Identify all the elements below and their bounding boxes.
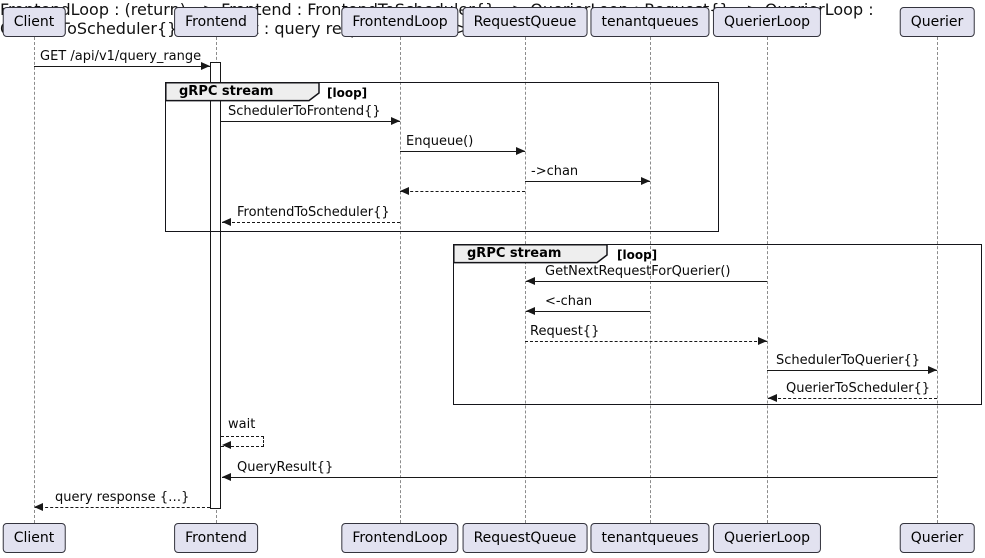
participant-frontend-top: Frontend bbox=[174, 7, 258, 37]
message-label-query-response: query response {…} bbox=[55, 490, 190, 505]
lifeline-requestqueue bbox=[524, 37, 526, 523]
participant-querierloop-bottom: QuerierLoop bbox=[712, 523, 822, 553]
message-arrow-enqueue-return bbox=[400, 191, 525, 192]
arrowhead-right-icon bbox=[928, 365, 937, 374]
participant-querierloop-top: QuerierLoop bbox=[712, 7, 822, 37]
message-label-wait: wait bbox=[228, 417, 256, 432]
participant-requestqueue-top: RequestQueue bbox=[462, 7, 588, 37]
lifeline-frontendloop bbox=[399, 37, 401, 523]
message-arrow-scheduler-to-frontend bbox=[221, 121, 400, 122]
message-arrow-querier-to-scheduler bbox=[768, 398, 937, 399]
frame-loop-tag: [loop] bbox=[617, 248, 658, 262]
participant-client-top: Client bbox=[2, 7, 66, 37]
frame-tab-shape bbox=[453, 244, 608, 264]
message-arrow-get-next-request bbox=[526, 281, 767, 282]
participant-requestqueue-bottom: RequestQueue bbox=[462, 523, 588, 553]
arrowhead-right-icon bbox=[758, 336, 767, 345]
message-arrow-scheduler-to-querier bbox=[767, 370, 937, 371]
participant-querier-top: Querier bbox=[899, 7, 975, 37]
arrowhead-left-icon bbox=[768, 393, 777, 402]
participant-tenantqueues-top: tenantqueues bbox=[590, 7, 710, 37]
lifeline-querier bbox=[936, 37, 938, 523]
frame-title: gRPC stream bbox=[179, 84, 274, 99]
message-arrow-frontend-to-scheduler bbox=[222, 222, 400, 223]
message-label-scheduler-to-querier: SchedulerToQuerier{} bbox=[776, 353, 921, 368]
arrowhead-right-icon bbox=[391, 116, 400, 125]
participant-client-bottom: Client bbox=[2, 523, 66, 553]
message-arrow-send-chan bbox=[525, 181, 650, 182]
message-label-scheduler-to-frontend: SchedulerToFrontend{} bbox=[228, 104, 381, 119]
arrowhead-left-icon bbox=[34, 502, 43, 511]
message-label-frontend-to-scheduler: FrontendToScheduler{} bbox=[237, 205, 390, 220]
participant-frontend-bottom: Frontend bbox=[174, 523, 258, 553]
participant-frontendloop-bottom: FrontendLoop bbox=[341, 523, 459, 553]
message-label-send-chan: ->chan bbox=[531, 164, 579, 179]
message-label-query-result: QueryResult{} bbox=[237, 460, 334, 475]
message-arrow-enqueue bbox=[400, 151, 525, 152]
arrowhead-left-icon bbox=[222, 440, 231, 449]
arrowhead-left-icon bbox=[526, 276, 535, 285]
message-arrow-get-query-range bbox=[34, 66, 210, 67]
frame-tab-shape bbox=[165, 82, 320, 102]
message-label-request: Request{} bbox=[530, 324, 600, 339]
activation-bar-frontend bbox=[210, 62, 221, 509]
message-arrow-request bbox=[525, 341, 767, 342]
frame-title: gRPC stream bbox=[467, 246, 562, 261]
message-label-enqueue: Enqueue() bbox=[406, 134, 474, 149]
arrowhead-right-icon bbox=[641, 176, 650, 185]
arrowhead-left-icon bbox=[400, 186, 409, 195]
arrowhead-left-icon bbox=[222, 217, 231, 226]
lifeline-tenantqueues bbox=[649, 37, 651, 523]
arrowhead-left-icon bbox=[222, 472, 231, 481]
message-label-get-query-range: GET /api/v1/query_range bbox=[40, 49, 202, 64]
message-arrow-query-response bbox=[35, 507, 210, 508]
participant-querier-bottom: Querier bbox=[899, 523, 975, 553]
arrowhead-left-icon bbox=[526, 306, 535, 315]
participant-frontendloop-top: FrontendLoop bbox=[341, 7, 459, 37]
lifeline-client bbox=[33, 37, 35, 523]
frame-loop-tag: [loop] bbox=[327, 86, 368, 100]
arrowhead-right-icon bbox=[516, 146, 525, 155]
arrowhead-right-icon bbox=[201, 61, 210, 70]
message-arrow-recv-chan bbox=[526, 311, 650, 312]
message-label-querier-to-scheduler: QuerierToScheduler{} bbox=[786, 381, 931, 396]
participant-tenantqueues-bottom: tenantqueues bbox=[590, 523, 710, 553]
message-self-arrow-wait bbox=[221, 436, 264, 447]
message-arrow-query-result bbox=[222, 477, 937, 478]
lifeline-querierloop bbox=[766, 37, 768, 523]
message-label-recv-chan: <-chan bbox=[545, 294, 593, 309]
message-label-get-next-request: GetNextRequestForQuerier() bbox=[545, 264, 731, 279]
